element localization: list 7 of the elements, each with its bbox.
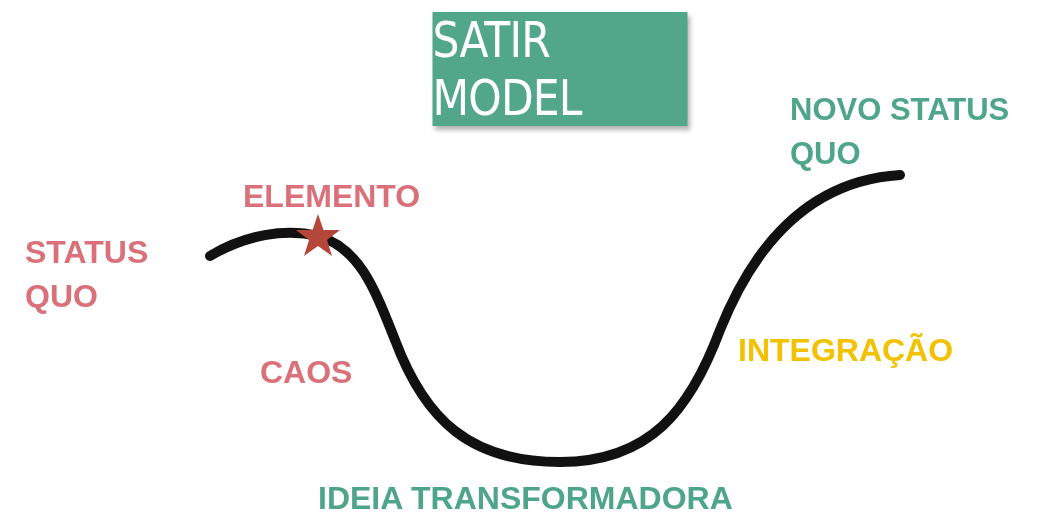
stage-label: NOVO STATUS QUO [790,91,1011,173]
stage-label: IDEIA TRANSFORMADORA [318,479,734,516]
stage-label: CAOS [260,353,354,392]
stage-label: STATUS QUO [25,233,150,316]
stage-label: ELEMENTO [243,177,422,216]
title-banner: SATIR MODEL [432,12,688,126]
stage-label: INTEGRAÇÃO [738,331,955,370]
